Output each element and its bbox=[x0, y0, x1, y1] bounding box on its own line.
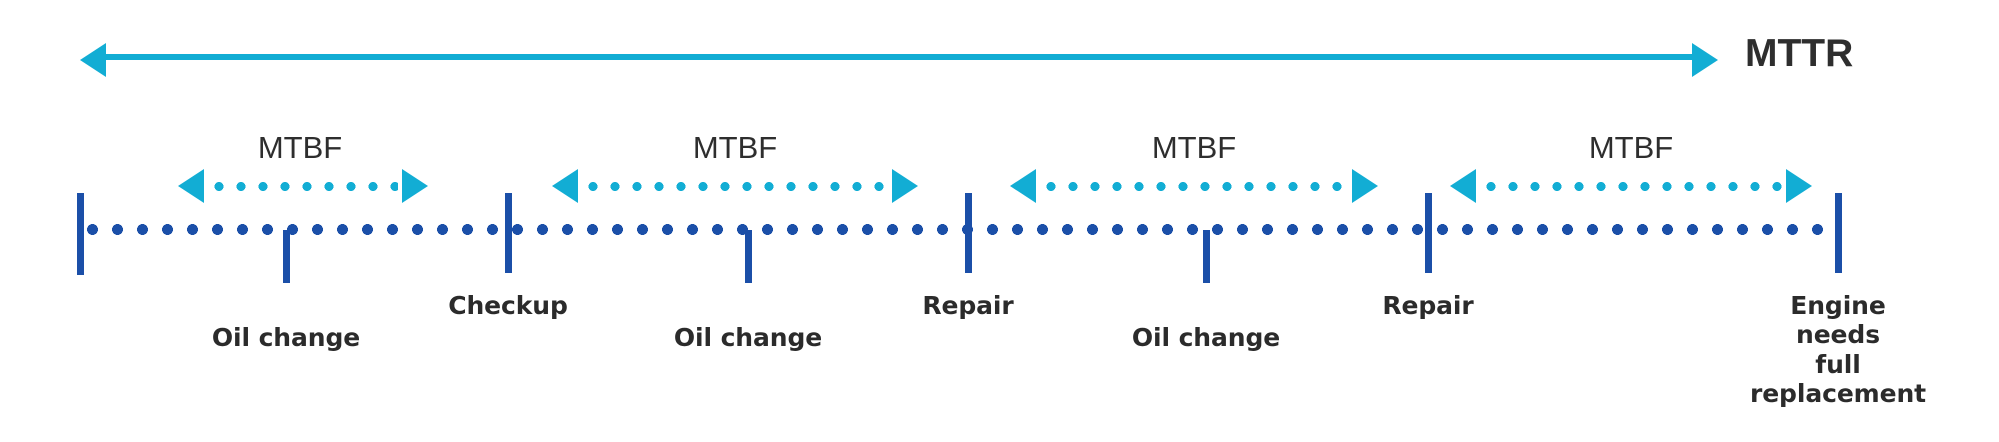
mtbf-dotted-line bbox=[1040, 182, 1348, 191]
event-label: Oil change bbox=[211, 323, 361, 352]
event-tick bbox=[1835, 193, 1842, 273]
mtbf-dotted-line bbox=[1480, 182, 1782, 191]
mtbf-label-1: MTBF bbox=[257, 130, 343, 165]
event-label: Repair bbox=[922, 291, 1014, 320]
mtbf-dotted-line bbox=[582, 182, 888, 191]
mtbf-arrow-left-head bbox=[552, 169, 578, 203]
mtbf-arrow-right-head bbox=[1786, 169, 1812, 203]
event-tick bbox=[1203, 230, 1210, 283]
event-tick bbox=[283, 230, 290, 283]
event-label: Checkup bbox=[448, 291, 568, 320]
mtbf-dotted-line bbox=[208, 182, 398, 191]
mtbf-arrow-right-head bbox=[402, 169, 428, 203]
mttr-label: MTTR bbox=[1745, 32, 1854, 75]
event-label: Engine needs full replacement bbox=[1749, 291, 1927, 408]
mtbf-label-3: MTBF bbox=[1151, 130, 1237, 165]
mtbf-arrow-left-head bbox=[1010, 169, 1036, 203]
event-tick bbox=[505, 193, 512, 273]
event-label: Oil change bbox=[1131, 323, 1281, 352]
mtbf-arrow-left-head bbox=[178, 169, 204, 203]
mttr-arrow-line bbox=[102, 54, 1696, 60]
mtbf-arrow-left-head bbox=[1450, 169, 1476, 203]
mtbf-arrow-right-head bbox=[1352, 169, 1378, 203]
event-label: Oil change bbox=[673, 323, 823, 352]
event-tick bbox=[745, 230, 752, 283]
event-tick bbox=[77, 193, 84, 275]
mtbf-label-4: MTBF bbox=[1588, 130, 1674, 165]
mtbf-arrow-right-head bbox=[892, 169, 918, 203]
mttr-arrow-right-head bbox=[1692, 43, 1718, 77]
timeline-axis bbox=[80, 224, 1838, 235]
event-tick bbox=[1425, 193, 1432, 273]
event-tick bbox=[965, 193, 972, 273]
mtbf-label-2: MTBF bbox=[692, 130, 778, 165]
mttr-arrow-left-head bbox=[80, 43, 106, 77]
event-label: Repair bbox=[1382, 291, 1474, 320]
